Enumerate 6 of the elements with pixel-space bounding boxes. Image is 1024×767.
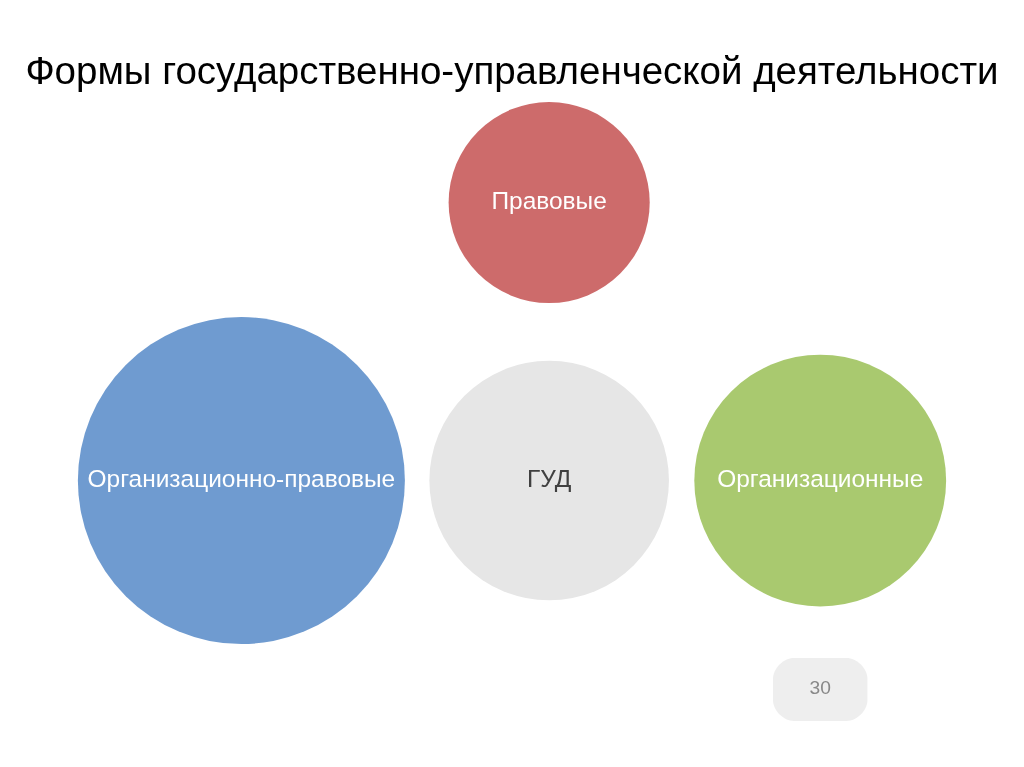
diagram-title: Формы государственно-управленческой деятельности <box>25 48 999 92</box>
node-circle: Организационные <box>694 354 947 607</box>
node-circle: Организационно-правовые <box>77 317 405 645</box>
node-circle: ГУД <box>429 360 669 601</box>
node-circle: Правовые <box>448 101 650 304</box>
label: 30 <box>809 677 831 699</box>
